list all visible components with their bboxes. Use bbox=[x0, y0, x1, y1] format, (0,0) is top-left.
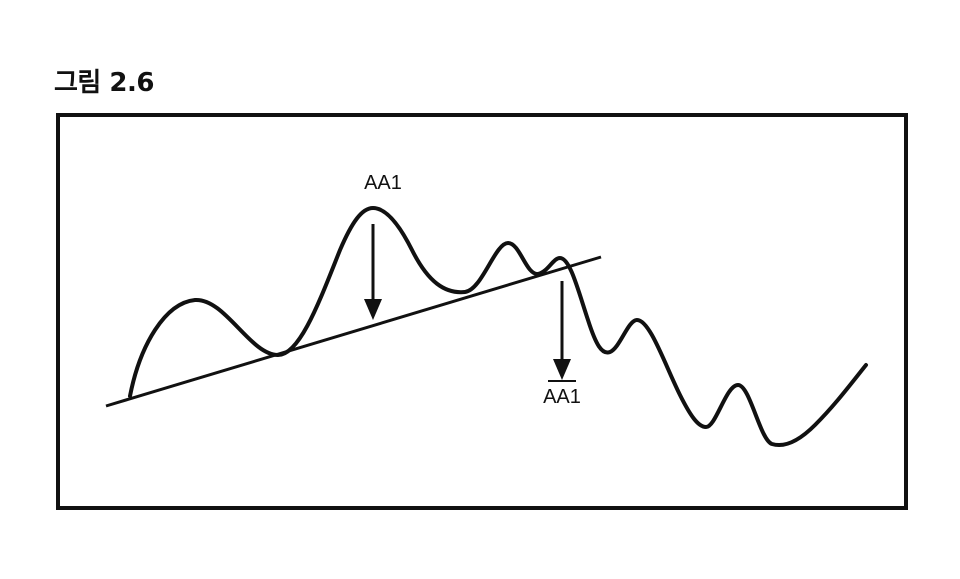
lower-marker-label: AA1 bbox=[543, 386, 581, 408]
diagram-frame bbox=[56, 113, 908, 510]
figure-title: 그림 2.6 bbox=[54, 68, 154, 98]
price-curve bbox=[128, 206, 868, 447]
lower-arrow-head bbox=[553, 359, 571, 380]
upper-marker-label: AA1 bbox=[364, 172, 402, 194]
upper-arrow-head bbox=[364, 299, 382, 320]
trend-line bbox=[105, 255, 602, 408]
